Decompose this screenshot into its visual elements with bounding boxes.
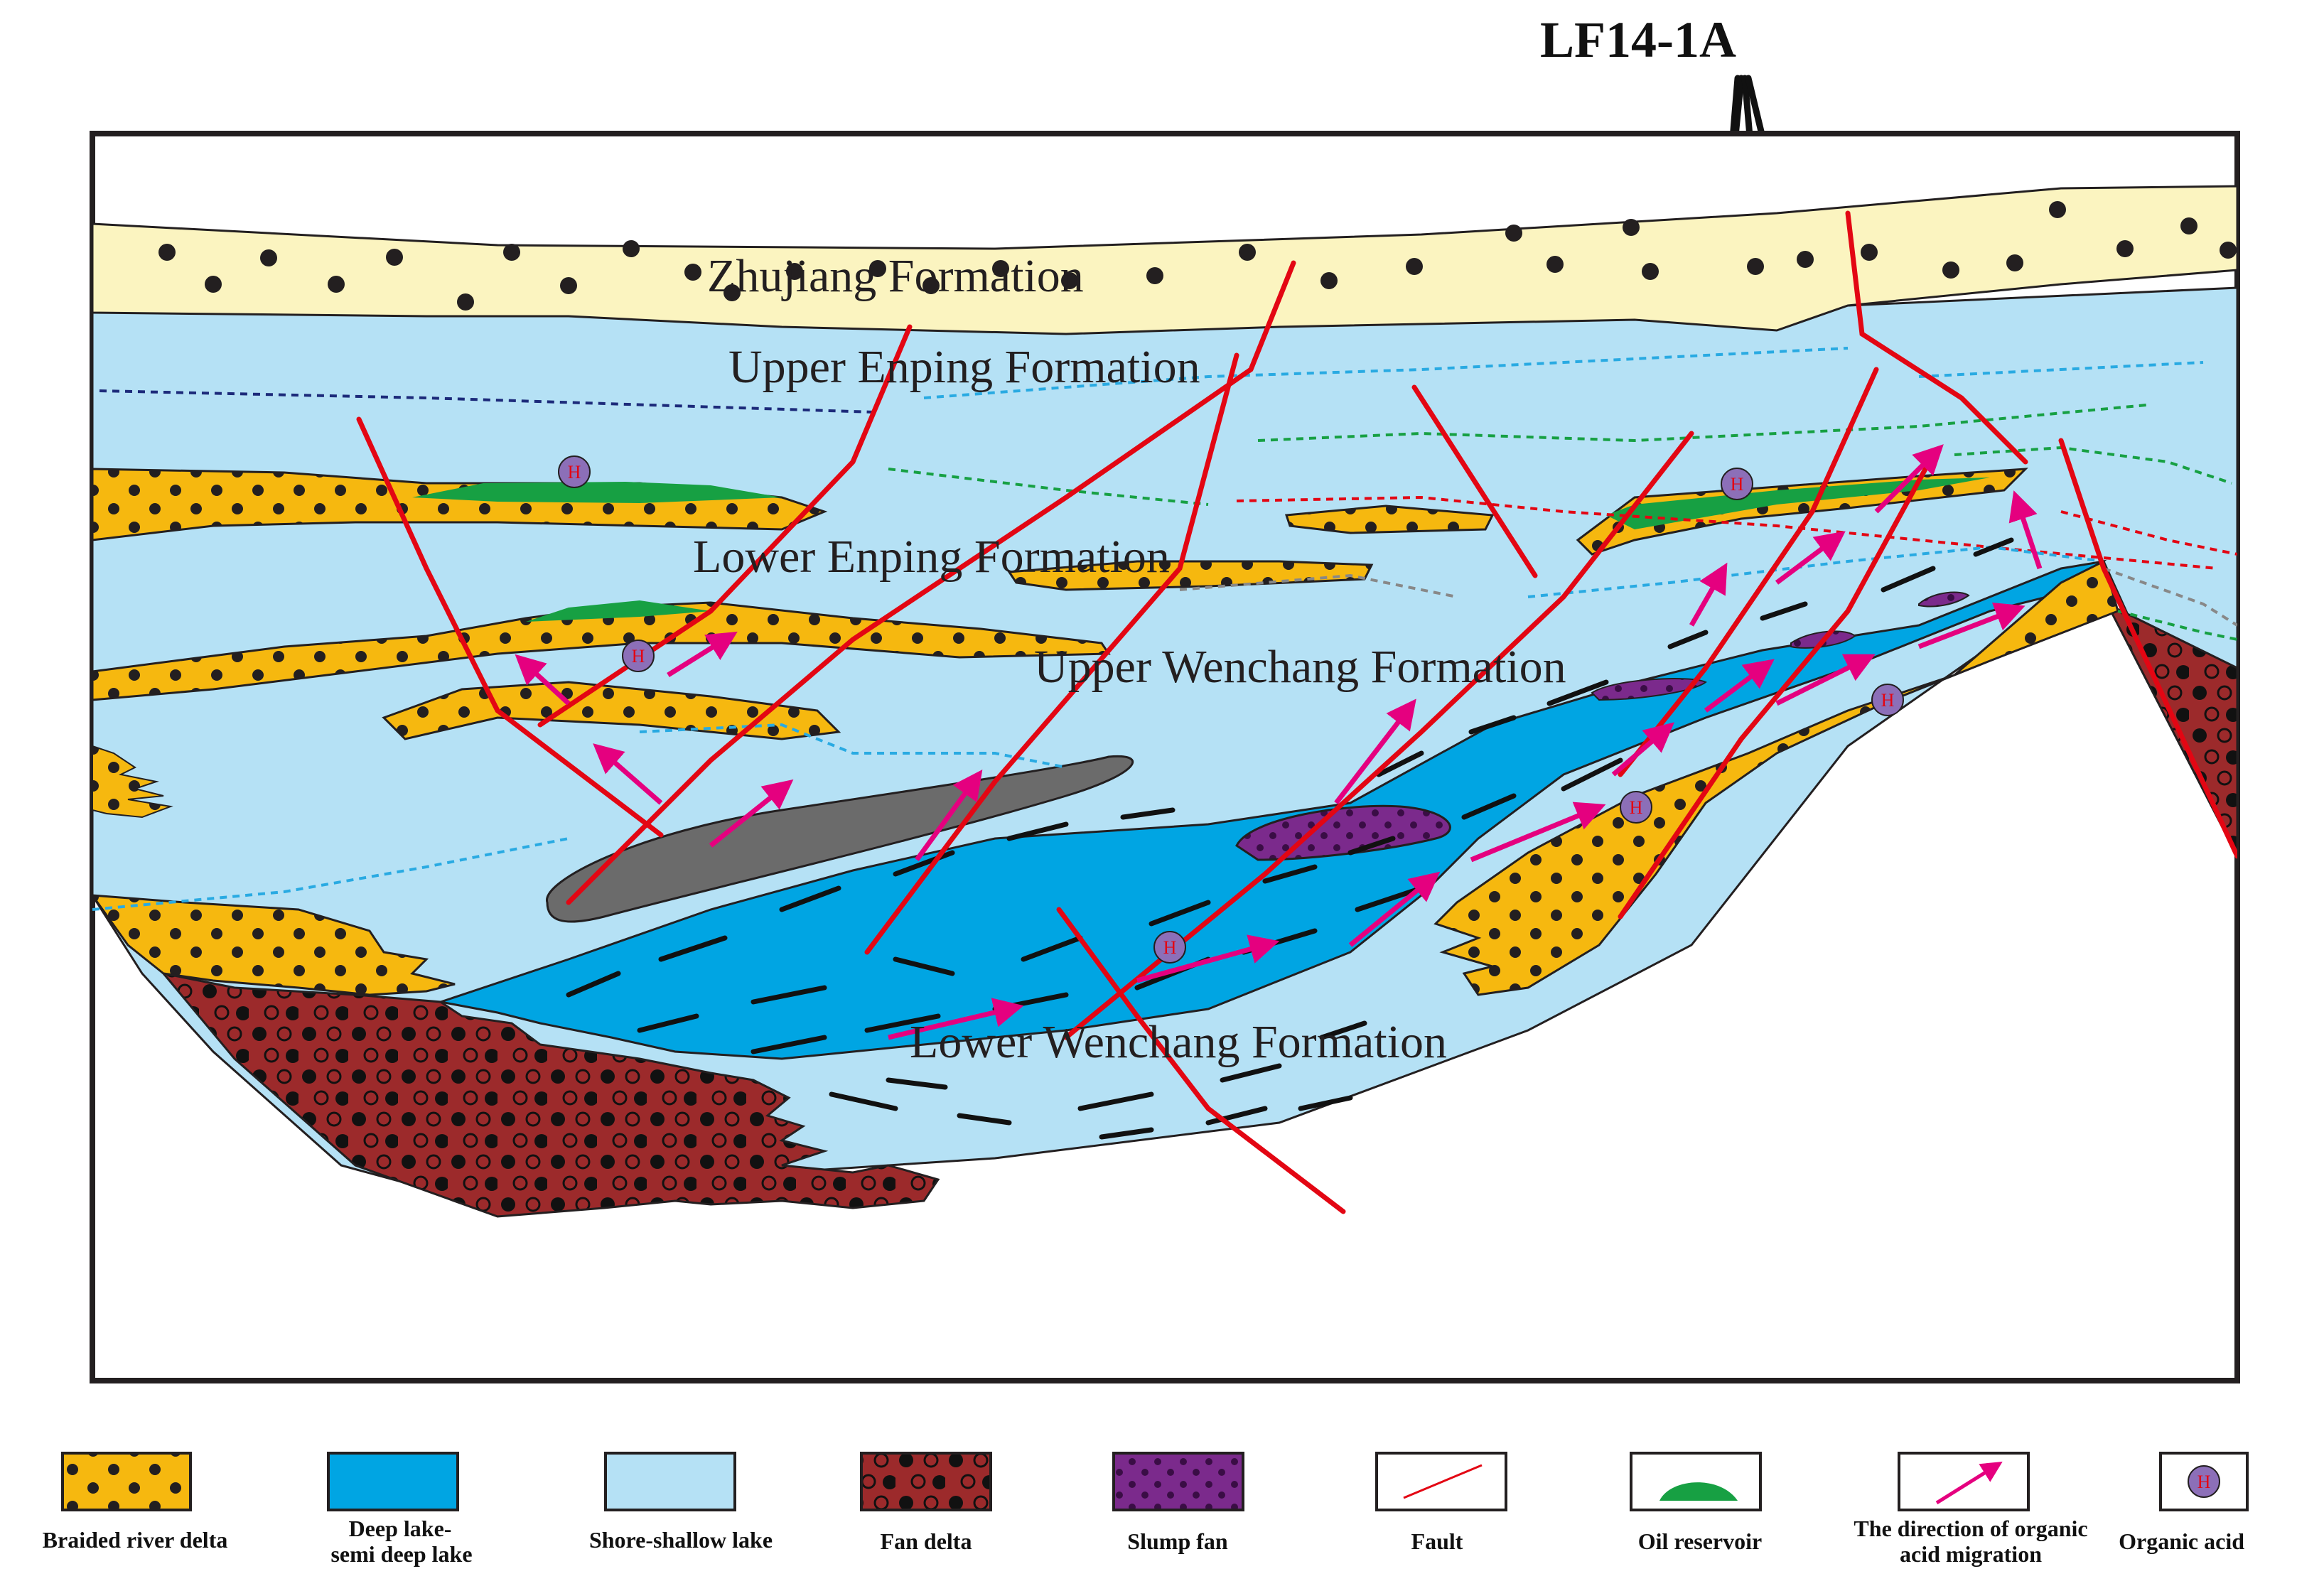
svg-text:H: H [1630, 797, 1643, 818]
svg-text:H: H [568, 462, 581, 482]
organic-acid-markers: H H H H H H [558, 455, 1904, 964]
braided-delta-lower-left [92, 894, 456, 996]
faults [356, 210, 2237, 1214]
organic-acid-marker: H [558, 455, 591, 488]
slump-fan-1 [1235, 804, 1451, 861]
svg-text:H: H [632, 646, 645, 667]
lower-wenchang-formation-label: Lower Wenchang Formation [910, 1016, 1447, 1068]
organic-acid-marker: H [1153, 931, 1186, 964]
legend-item-oil-reservoir: Oil reservoir [1630, 1452, 1762, 1554]
lower-enping-sand-1 [92, 601, 1111, 701]
zhujiang-formation-layer [92, 185, 2237, 335]
legend-item-fan-delta: Fan delta [860, 1452, 992, 1554]
organic-acid-marker: H [1721, 468, 1753, 500]
slump-fan-4 [1918, 591, 1970, 608]
dashed-horizons [92, 347, 2237, 911]
braided-sand-far-left [92, 745, 173, 819]
legend-item-braided-river-delta: Braided river delta [43, 1452, 228, 1553]
lower-enping-formation-label: Lower Enping Formation [693, 531, 1170, 583]
well-label: LF14-1A [1540, 11, 1736, 68]
svg-text:H: H [1163, 937, 1177, 958]
svg-text:H: H [1881, 690, 1895, 711]
legend-label: Braided river delta [43, 1527, 228, 1553]
legend: Braided river delta Deep lake- semi deep… [43, 1452, 2249, 1567]
organic-acid-marker: H [1871, 684, 1904, 716]
legend-label: The direction of organic [1854, 1516, 2087, 1541]
legend-item-shore-shallow-lake: Shore-shallow lake [589, 1452, 773, 1553]
oil-reservoir-2 [526, 600, 711, 622]
legend-label: Oil reservoir [1638, 1528, 1762, 1554]
legend-label: acid migration [1900, 1541, 2042, 1567]
slump-fan-2 [1591, 678, 1707, 701]
legend-label: Fan delta [881, 1528, 972, 1554]
legend-label: Deep lake- [349, 1516, 452, 1541]
legend-label: Shore-shallow lake [589, 1527, 773, 1553]
mudstone-lens [546, 755, 1134, 923]
organic-acid-marker: H [1620, 791, 1652, 824]
zhujiang-formation-label: Zhujiang Formation [707, 250, 1084, 302]
legend-item-slump-fan: Slump fan [1112, 1452, 1244, 1554]
legend-item-fault: Fault [1375, 1452, 1507, 1554]
upper-wenchang-formation-label: Upper Wenchang Formation [1034, 641, 1566, 693]
migration-arrows [515, 444, 2043, 1040]
braided-delta-right [1433, 559, 2119, 996]
oil-reservoir-1 [412, 482, 782, 503]
legend-label: Organic acid [2119, 1528, 2244, 1554]
svg-text:H: H [1731, 474, 1744, 495]
legend-label: semi deep lake [330, 1541, 472, 1567]
organic-acid-icon [2188, 1465, 2220, 1498]
fan-delta-left [161, 971, 940, 1218]
legend-item-deep-lake: Deep lake- semi deep lake [327, 1452, 473, 1567]
legend-item-organic-acid: H Organic acid [2119, 1452, 2249, 1554]
organic-acid-marker: H [622, 640, 655, 672]
legend-label: Slump fan [1127, 1528, 1228, 1554]
legend-label: Fault [1411, 1528, 1463, 1554]
upper-enping-formation-label: Upper Enping Formation [728, 341, 1200, 393]
upper-enping-sand-mid [1284, 505, 1495, 534]
svg-text:H: H [2197, 1472, 2211, 1492]
fan-delta-right [2104, 601, 2237, 857]
legend-item-organic-acid-migration: The direction of organic acid migration [1854, 1452, 2088, 1567]
zhujiang-dots [158, 201, 2237, 311]
